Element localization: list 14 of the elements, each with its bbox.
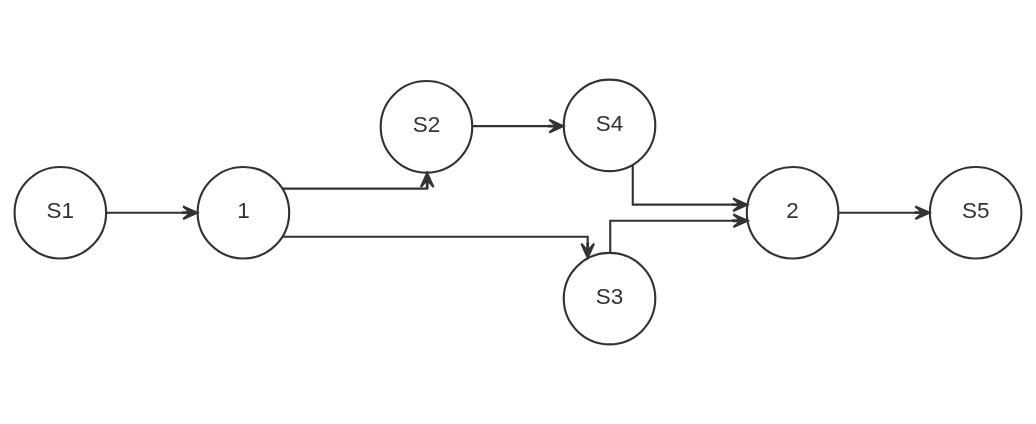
node-circle: 2 [745, 165, 840, 260]
node-circle: S3 [562, 251, 657, 346]
arrow [282, 235, 596, 259]
node-circle: S1 [13, 165, 108, 260]
arrow [838, 205, 931, 221]
node-circle: 1 [196, 165, 291, 260]
arrow [472, 118, 565, 134]
arrow [609, 213, 749, 253]
node-circle: S2 [379, 80, 474, 174]
arrow [282, 171, 435, 190]
arrow [106, 205, 199, 221]
arrow [631, 165, 749, 213]
node-circle: S5 [928, 165, 1023, 260]
node-circle: S4 [562, 78, 657, 173]
